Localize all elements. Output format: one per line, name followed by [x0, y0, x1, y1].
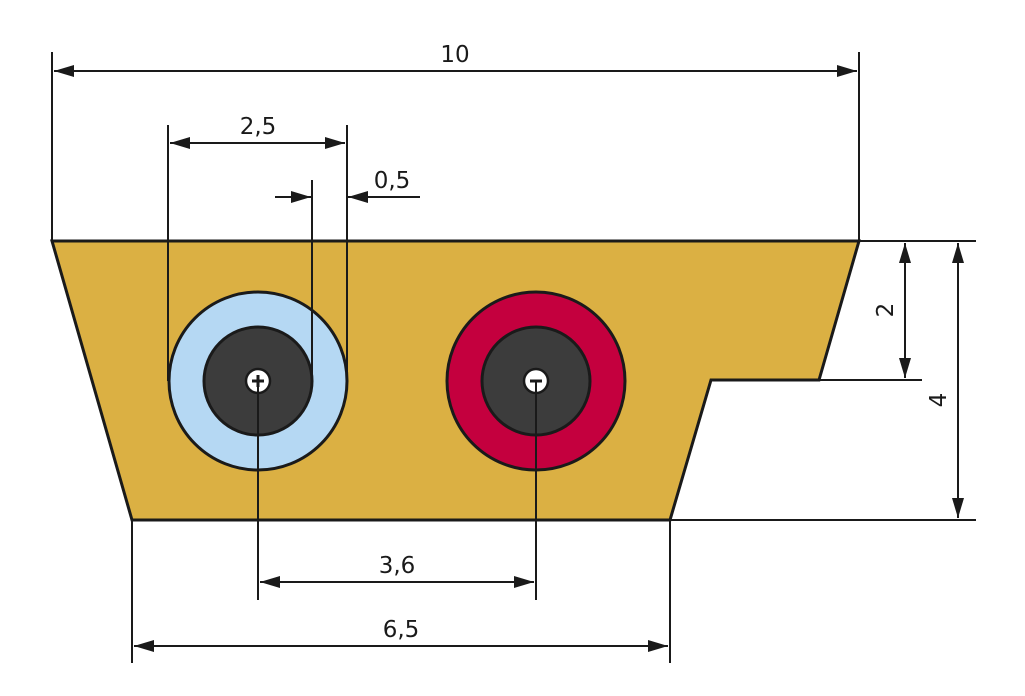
dimension-ring-diameter: 2,5 — [170, 114, 345, 149]
extension-lines — [51, 52, 976, 663]
dimension-label-overall-width: 10 — [440, 42, 469, 68]
dimension-label-step-height: 2 — [873, 303, 899, 318]
dimension-step-height: 2 — [873, 243, 911, 378]
dimension-label-terminal-spacing: 3,6 — [379, 553, 416, 579]
dimension-label-ring-width: 0,5 — [374, 168, 411, 194]
dimension-ring-width: 0,5 — [275, 168, 420, 203]
dimension-label-total-height: 4 — [926, 393, 952, 408]
dimension-total-height: 4 — [926, 243, 964, 518]
dimension-label-ring-diameter: 2,5 — [240, 114, 277, 140]
dimension-bottom-width: 6,5 — [134, 617, 668, 652]
dimension-overall-width: 10 — [54, 42, 857, 77]
dimension-terminal-spacing: 3,6 — [260, 553, 534, 588]
dimension-label-bottom-width: 6,5 — [383, 617, 420, 643]
